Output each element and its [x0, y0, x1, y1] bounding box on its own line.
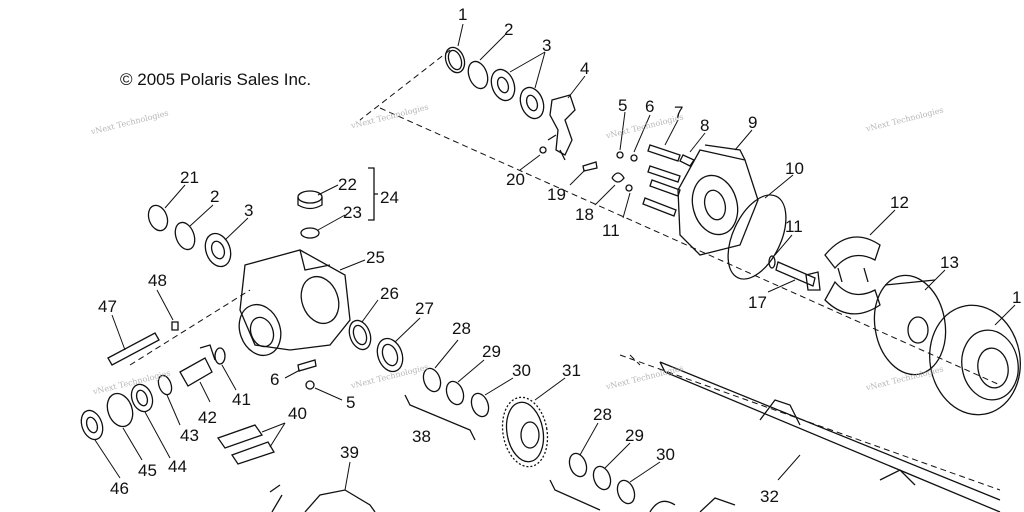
callout-3: 3 — [542, 36, 551, 55]
callout-47: 47 — [98, 297, 117, 316]
callout-2b: 2 — [210, 187, 219, 206]
copyright-notice: © 2005 Polaris Sales Inc. — [120, 70, 312, 89]
leader-lines — [94, 23, 1016, 491]
callout-11a: 11 — [785, 217, 803, 236]
part-pinion-bearings — [80, 374, 173, 441]
part-shims-upper — [422, 367, 490, 418]
part-left-seal-bearing — [147, 204, 232, 268]
callout-48: 48 — [148, 271, 167, 290]
callout-3b: 3 — [244, 201, 253, 220]
callout-32: 32 — [760, 487, 779, 506]
assembly-axis-lines — [129, 49, 1001, 491]
part-shims-lower — [568, 452, 636, 505]
callout-12: 12 — [890, 193, 909, 212]
part-gearcase-housing — [238, 249, 351, 357]
callout-11b: 11 — [602, 221, 620, 240]
callout-38: 38 — [412, 427, 431, 446]
callout-18: 18 — [575, 205, 594, 224]
part-springs — [642, 144, 695, 217]
part-dowel-pin — [171, 321, 179, 331]
callout-17: 17 — [748, 293, 767, 312]
callout-44: 44 — [168, 457, 187, 476]
callout-29: 29 — [482, 342, 501, 361]
callout-2: 2 — [504, 20, 513, 39]
part-output-shaft — [659, 361, 1001, 512]
callout-45: 45 — [138, 461, 157, 480]
callout-43: 43 — [180, 426, 199, 445]
part-bracket — [547, 94, 576, 161]
callout-28: 28 — [452, 319, 471, 338]
callout-6: 6 — [645, 97, 654, 116]
callout-39: 39 — [340, 443, 359, 462]
callout-21: 21 — [180, 168, 199, 187]
callout-28b: 28 — [593, 405, 612, 424]
callout-27: 27 — [415, 299, 434, 318]
part-brake-drum — [873, 274, 947, 376]
callout-30: 30 — [512, 361, 531, 380]
part-long-pin — [107, 332, 160, 366]
callout-6b: 6 — [270, 370, 279, 389]
part-brake-housing — [677, 144, 759, 256]
callout-labels: 1 2 3 4 5 6 7 8 9 10 11 12 13 1 21 2 3 2… — [98, 5, 1021, 506]
part-lower-bearings — [649, 497, 736, 512]
part-clutch-drum — [929, 304, 1021, 416]
callout-46: 46 — [110, 479, 129, 498]
callout-29b: 29 — [625, 426, 644, 445]
part-lower-housing — [269, 484, 376, 512]
callout-42: 42 — [198, 408, 217, 427]
part-ring-gear — [501, 396, 549, 468]
callout-40: 40 — [288, 404, 307, 423]
part-seals — [348, 319, 404, 373]
callout-19: 19 — [547, 185, 566, 204]
part-pin-shaft — [775, 261, 821, 291]
callout-5: 5 — [618, 96, 627, 115]
part-shoe-segments — [216, 424, 275, 465]
callout-10: 10 — [785, 159, 804, 178]
callout-26: 26 — [380, 284, 399, 303]
callout-20: 20 — [506, 170, 525, 189]
callout-1b: 1 — [1012, 288, 1021, 307]
callout-8: 8 — [700, 116, 709, 135]
callout-5b: 5 — [346, 393, 355, 412]
part-o-ring — [727, 194, 787, 280]
part-ring — [467, 60, 489, 90]
part-pinion-gear — [179, 344, 226, 387]
callout-41: 41 — [232, 390, 251, 409]
part-bearings — [490, 68, 545, 120]
part-small-bolts — [539, 146, 638, 192]
callout-bracket — [368, 167, 378, 221]
part-fill-plug — [297, 190, 323, 239]
part-bolts — [297, 359, 317, 390]
callout-bracket-lower — [549, 479, 601, 511]
callout-4: 4 — [580, 59, 589, 78]
callout-24: 24 — [380, 188, 399, 207]
callout-1: 1 — [458, 5, 467, 24]
callout-22: 22 — [338, 175, 357, 194]
callout-9: 9 — [748, 113, 757, 132]
callout-25: 25 — [366, 248, 385, 267]
part-small-o-ring — [768, 255, 776, 269]
callout-23: 23 — [343, 203, 362, 222]
callout-13: 13 — [940, 253, 959, 272]
callout-bracket-38 — [404, 394, 476, 441]
callout-7: 7 — [674, 103, 683, 122]
callout-30b: 30 — [656, 445, 675, 464]
callout-31: 31 — [562, 361, 581, 380]
part-brake-shoes — [824, 236, 881, 315]
part-snap-ring — [444, 46, 466, 74]
